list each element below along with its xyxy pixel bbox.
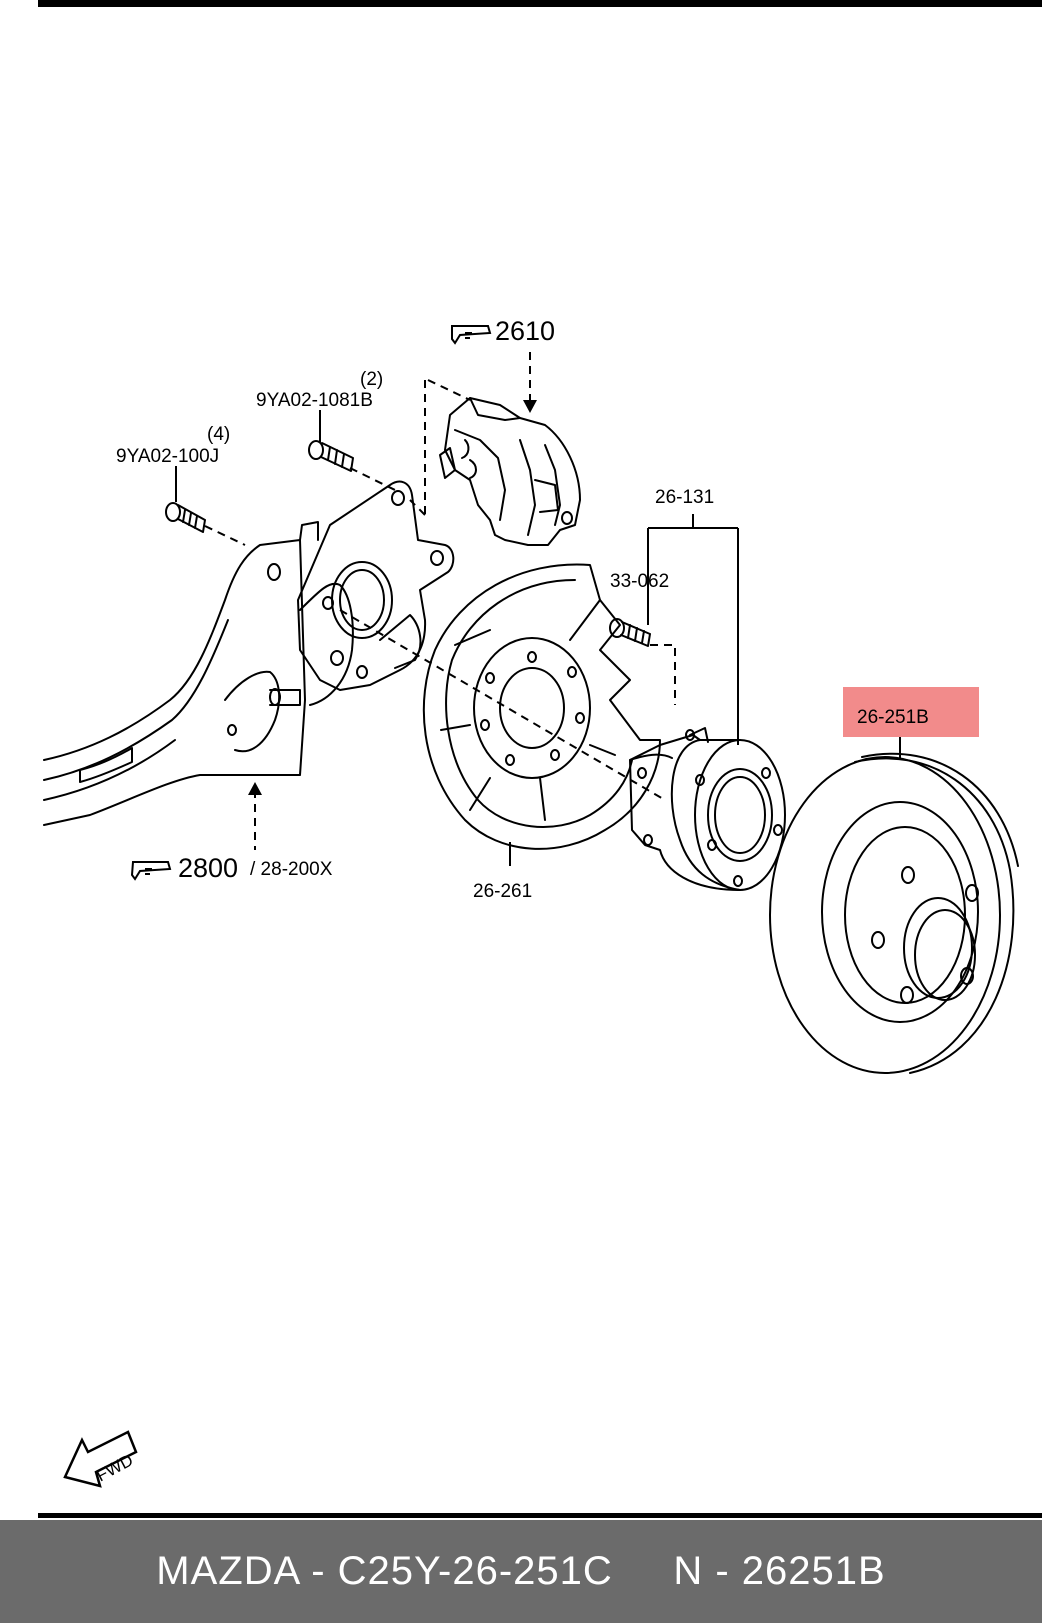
brake-caliper <box>439 397 581 546</box>
part-9ya02-1081b-label: 9YA02-1081B <box>256 390 373 411</box>
bolt-9ya02-1081b <box>308 440 354 472</box>
bolt-9ya02-100j <box>165 502 206 533</box>
part-26-251b-label: 26-251B <box>857 707 929 728</box>
hand-pointer-icon-2800 <box>130 861 172 881</box>
dust-shield <box>422 563 661 850</box>
suspension-arm <box>43 521 354 826</box>
knuckle <box>297 480 455 691</box>
ref-2610-label: 2610 <box>495 316 555 346</box>
part-33-062-label: 33-062 <box>610 571 669 592</box>
ref-2800-alt-label: / 28-200X <box>250 859 333 880</box>
footer-part-number: MAZDA - C25Y-26-251C N - 26251B <box>156 1549 886 1593</box>
bottom-border <box>38 1513 1042 1518</box>
hub-bolt-33-062 <box>609 618 651 647</box>
top-border <box>38 0 1042 7</box>
hand-pointer-icon-2610 <box>451 325 492 345</box>
part-26-261-label: 26-261 <box>473 881 532 902</box>
part-highlight-box <box>843 687 979 737</box>
assembly-lines <box>204 352 676 850</box>
qty-9ya02-1081b-label: (2) <box>360 369 383 390</box>
assembly-arrowheads <box>248 400 537 795</box>
hub-bearing <box>629 727 786 891</box>
ref-2800-label: 2800 <box>178 853 238 883</box>
footer-bar: MAZDA - C25Y-26-251C N - 26251B <box>0 1520 1042 1623</box>
fwd-arrow-icon: FWD <box>63 1430 138 1488</box>
part-26-131-label: 26-131 <box>655 487 714 508</box>
brake-disc <box>769 752 1019 1074</box>
qty-9ya02-100j-label: (4) <box>207 424 230 445</box>
part-9ya02-100j-label: 9YA02-100J <box>116 446 219 467</box>
